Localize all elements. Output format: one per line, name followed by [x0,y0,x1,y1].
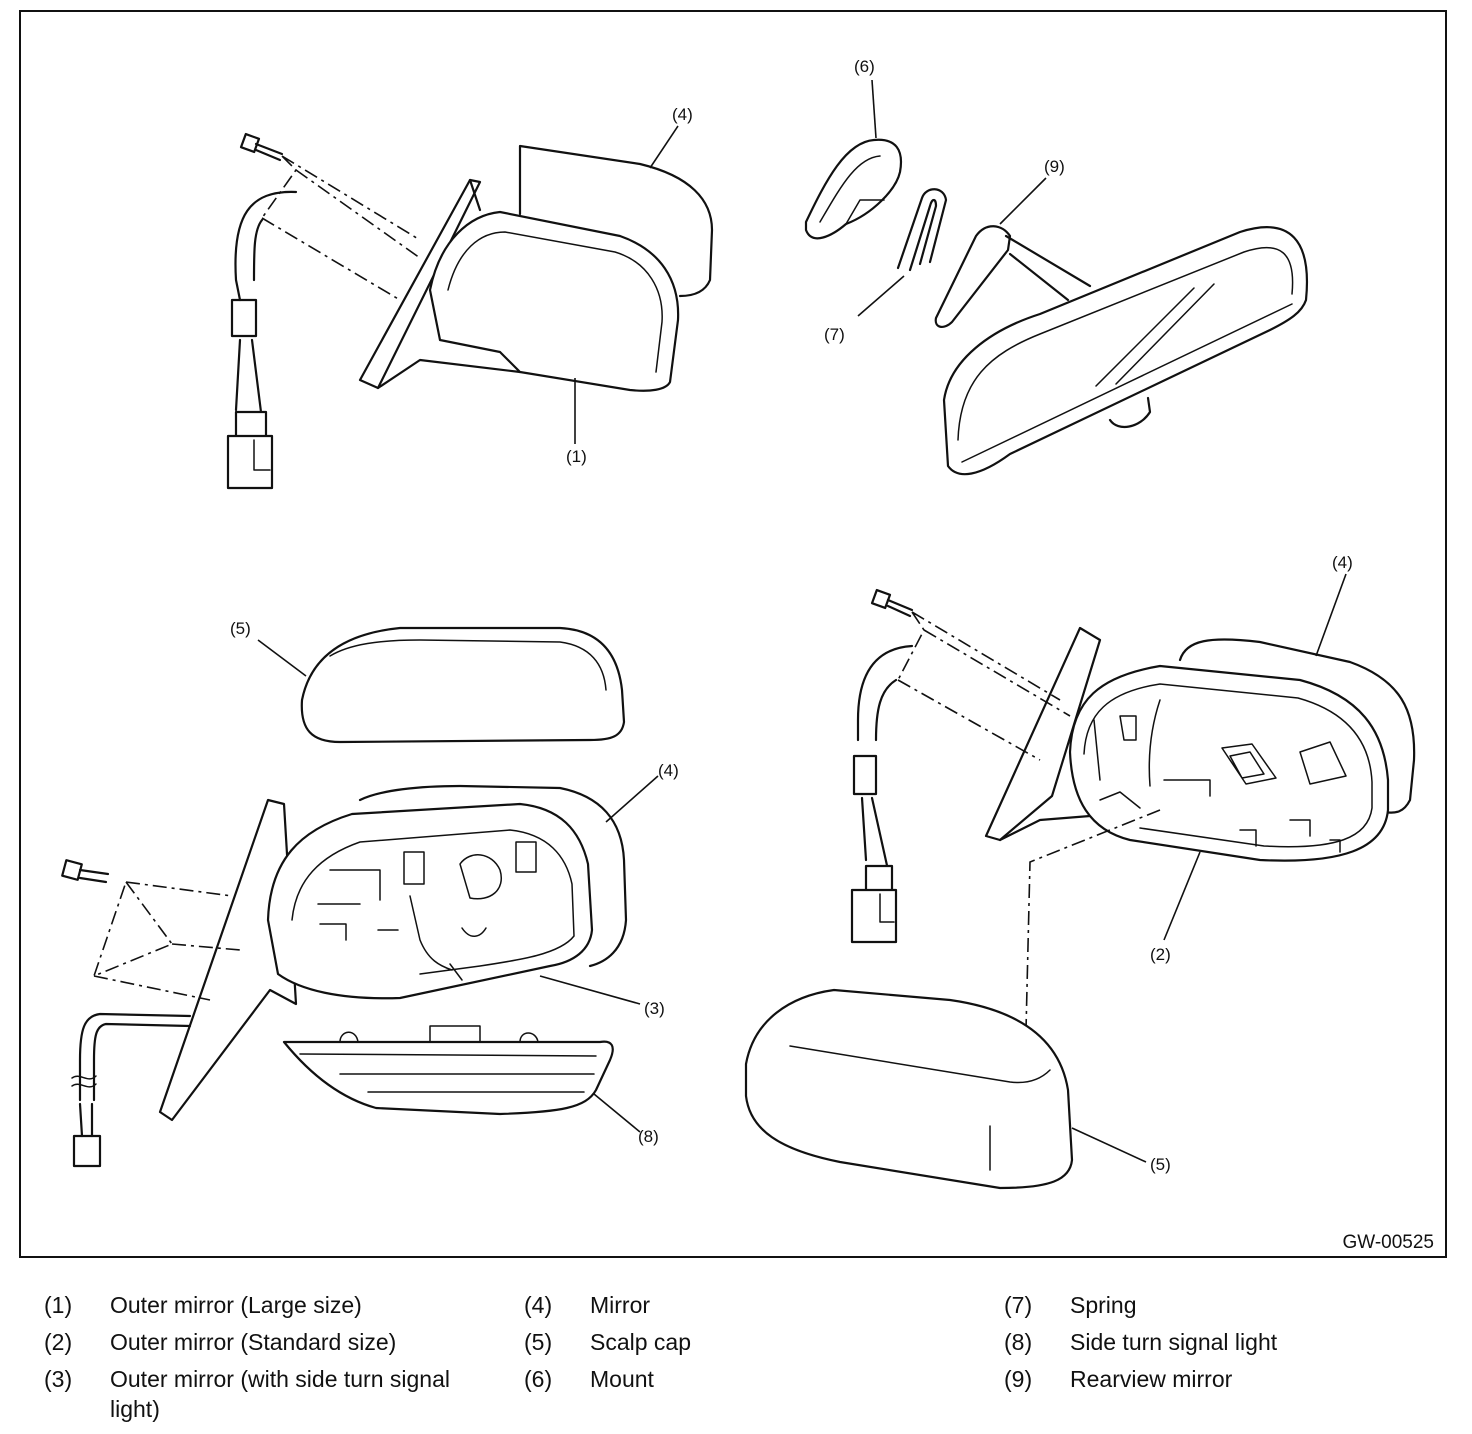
rearview-mirror-drawing: (6) (7) (9) [804,57,1308,476]
callout-5b: (5) [1150,1155,1171,1174]
legend-text: Outer mirror (Standard size) [110,1329,397,1355]
callout-9: (9) [1044,157,1065,176]
legend-number: (2) [44,1329,73,1355]
callout-3: (3) [644,999,665,1018]
legend-item: (6) Mount [524,1364,970,1394]
callout-2: (2) [1150,945,1171,964]
bolt-icon [870,588,914,618]
legend-text: Mount [590,1366,654,1392]
figure-id: GW-00525 [1342,1232,1434,1253]
legend-item: (8) Side turn signal light [1004,1327,1450,1357]
legend: (1) Outer mirror (Large size) (2) Outer … [0,1280,1472,1430]
legend-text: Scalp cap [590,1329,692,1355]
callout-7: (7) [824,325,845,344]
bolt-icon [239,132,284,162]
callout-4b: (4) [658,761,679,780]
legend-number: (4) [524,1292,553,1318]
legend-number: (5) [524,1329,553,1355]
legend-number: (6) [524,1366,553,1392]
callout-4a: (4) [672,105,693,124]
callout-8: (8) [638,1127,659,1146]
callout-4c: (4) [1332,553,1353,572]
callout-6: (6) [854,57,875,76]
legend-text: Mirror [590,1292,651,1318]
legend-item: (4) Mirror [524,1290,970,1320]
diagram-frame [19,10,1447,1258]
legend-item: (7) Spring [1004,1290,1450,1320]
legend-item: (2) Outer mirror (Standard size) [44,1327,490,1357]
legend-number: (1) [44,1292,73,1318]
legend-number: (8) [1004,1329,1033,1355]
parts-diagram: (1) (4) (6) (7) (9) (5) [19,10,1447,1258]
legend-text: Outer mirror (with side turn signal ligh… [110,1366,450,1422]
legend-text: Side turn signal light [1070,1329,1278,1355]
diagram-canvas: (1) (4) (6) (7) (9) (5) [19,10,1447,1258]
legend-text: Spring [1070,1292,1137,1318]
outer-mirror-turn-signal-drawing: (5) (4) (3) (8) [61,619,679,1168]
legend-number: (7) [1004,1292,1033,1318]
legend-item: (5) Scalp cap [524,1327,970,1357]
legend-item: (9) Rearview mirror [1004,1364,1450,1394]
legend-item: (3) Outer mirror (with side turn signal … [44,1364,490,1424]
callout-1: (1) [566,447,587,466]
legend-text: Rearview mirror [1070,1366,1233,1392]
outer-mirror-standard-drawing: (4) (2) (5) [744,553,1416,1190]
callout-5a: (5) [230,619,251,638]
legend-text: Outer mirror (Large size) [110,1292,362,1318]
legend-number: (3) [44,1366,73,1392]
bolt-icon [61,859,110,884]
legend-item: (1) Outer mirror (Large size) [44,1290,490,1320]
legend-number: (9) [1004,1366,1033,1392]
outer-mirror-large-drawing: (1) (4) [226,105,714,490]
